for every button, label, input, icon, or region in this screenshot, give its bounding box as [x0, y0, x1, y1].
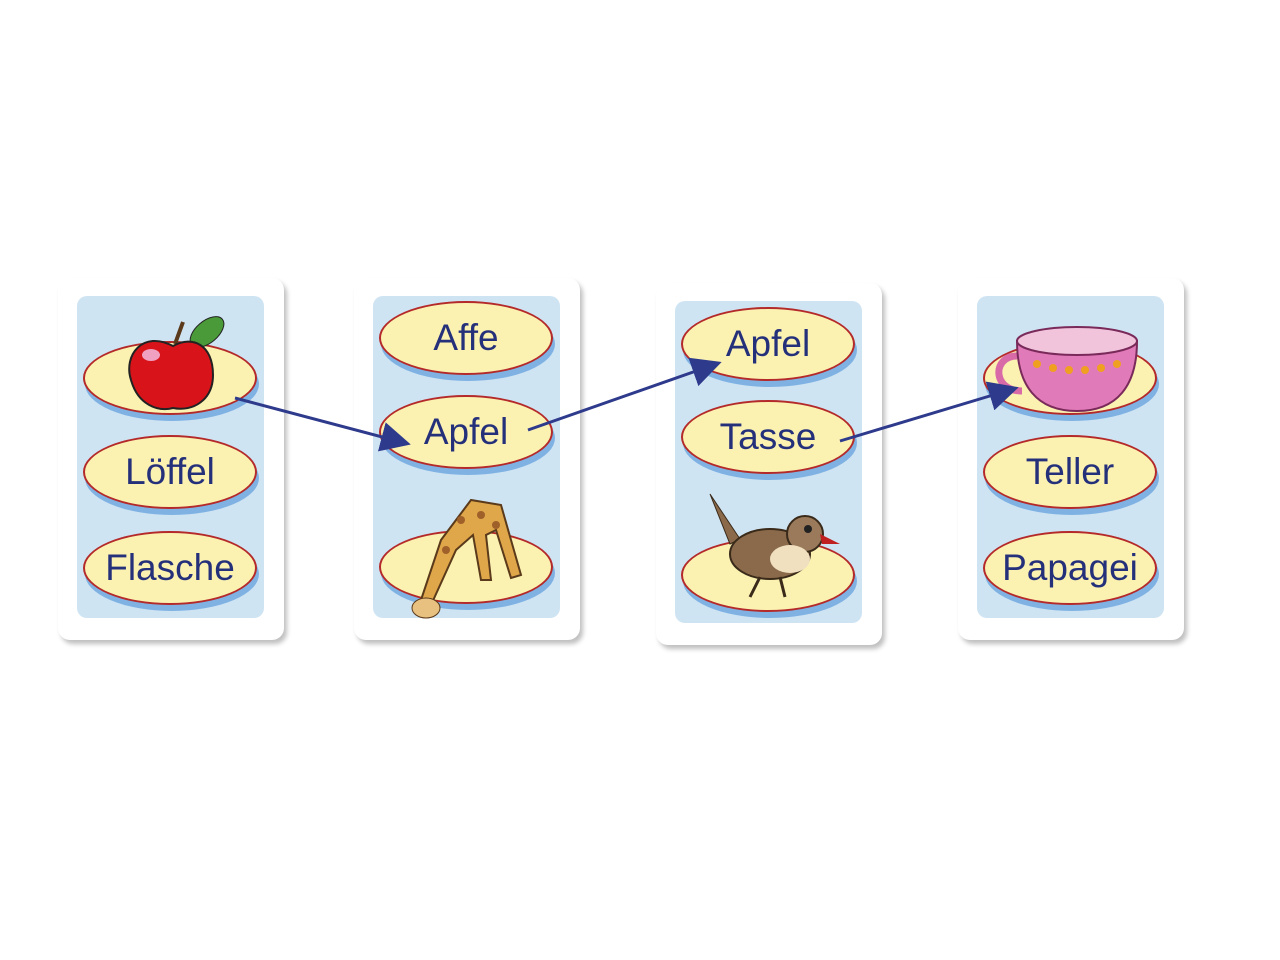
arrow-tasse-to-cup — [839, 381, 1019, 443]
word-oval: Papagei — [983, 531, 1157, 605]
word-label: Papagei — [1002, 547, 1138, 588]
bird-icon — [709, 493, 840, 598]
word-label: Affe — [433, 317, 499, 358]
word-oval: Löffel — [83, 435, 257, 509]
word-oval: Affe — [379, 301, 553, 375]
arrow-apple-to-apfel — [234, 396, 411, 452]
word-label: Apfel — [423, 411, 509, 452]
word-oval: Teller — [983, 435, 1157, 509]
giraffe-icon — [411, 498, 523, 619]
word-label: Flasche — [105, 547, 235, 588]
card-4: Teller Papagei — [958, 278, 1184, 640]
card-3: Apfel Tasse — [656, 283, 882, 645]
card-panel: Löffel Flasche — [77, 296, 264, 618]
card-panel: Teller Papagei — [977, 296, 1164, 618]
card-2: Affe Apfel — [354, 278, 580, 640]
word-label: Tasse — [719, 416, 817, 457]
word-label: Teller — [1025, 451, 1115, 492]
card-1: Löffel Flasche — [58, 278, 284, 640]
word-label: Löffel — [125, 451, 215, 492]
word-oval: Tasse — [681, 400, 855, 474]
word-label: Apfel — [725, 323, 811, 364]
arrow-apfel-to-apfel — [527, 357, 722, 432]
word-oval: Flasche — [83, 531, 257, 605]
card-panel: Affe Apfel — [373, 296, 560, 619]
apple-icon — [128, 316, 225, 410]
card-panel: Apfel Tasse — [675, 301, 862, 623]
